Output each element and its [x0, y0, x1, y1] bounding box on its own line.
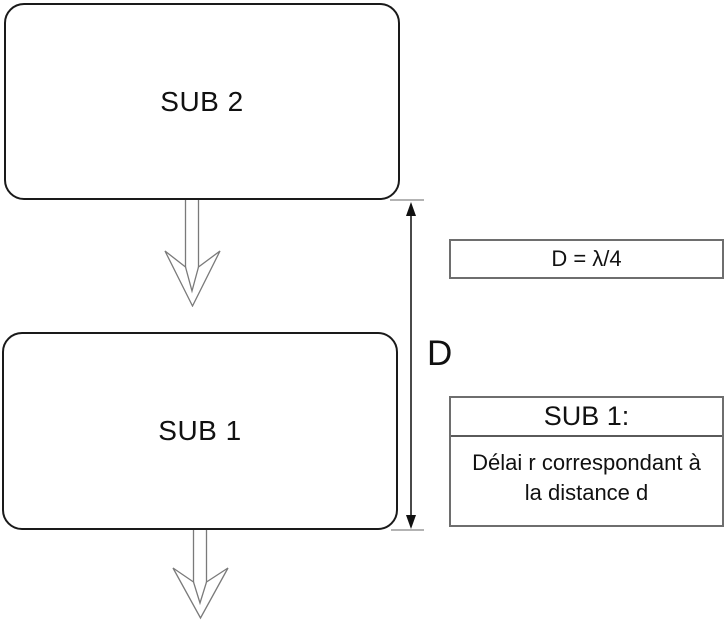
dimension-tick-bottom [391, 529, 424, 531]
dimension-arrow-down-icon [406, 515, 416, 529]
dimension-label: D [427, 334, 453, 373]
block-sub2: SUB 2 [4, 3, 400, 200]
block-sub1: SUB 1 [2, 332, 398, 530]
info-body-line-1: Délai r correspondant à [472, 450, 701, 475]
info-box: SUB 1: Délai r correspondant à la distan… [449, 396, 724, 527]
formula-text: D = λ/4 [551, 246, 622, 271]
dimension-arrow-up-icon [406, 202, 416, 216]
dimension-tick-top [390, 199, 424, 201]
down-arrow-icon [172, 530, 229, 620]
block-sub2-label: SUB 2 [160, 85, 244, 117]
info-body-line-2: la distance d [524, 480, 649, 505]
info-box-body: Délai r correspondant à la distance d [451, 437, 722, 508]
down-arrow-icon [164, 200, 221, 307]
formula-box: D = λ/4 [449, 239, 724, 279]
block-sub1-label: SUB 1 [158, 415, 242, 446]
info-box-title: SUB 1: [451, 398, 722, 437]
dimension-line [410, 214, 412, 517]
